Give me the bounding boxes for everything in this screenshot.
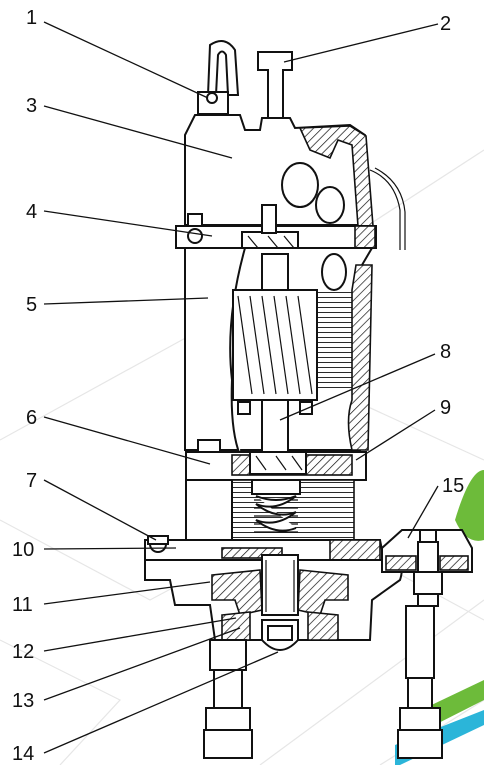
callout-leaders bbox=[43, 21, 439, 754]
callout-8: 8 bbox=[440, 341, 451, 363]
mechanical-seal bbox=[251, 479, 301, 533]
stator-winding bbox=[318, 290, 354, 390]
impeller-hub bbox=[261, 554, 299, 616]
callout-1: 1 bbox=[26, 7, 37, 29]
motor-shaft bbox=[261, 253, 289, 291]
callout-6: 6 bbox=[26, 407, 37, 429]
lifting-handle bbox=[257, 51, 293, 126]
callout-10: 10 bbox=[12, 539, 34, 561]
callout-13: 13 bbox=[12, 690, 34, 712]
callout-7: 7 bbox=[26, 470, 37, 492]
callout-2: 2 bbox=[440, 13, 451, 35]
callout-11: 11 bbox=[12, 594, 33, 616]
rotor bbox=[232, 289, 318, 401]
support-legs bbox=[203, 605, 443, 759]
callout-4: 4 bbox=[26, 201, 37, 223]
callout-12: 12 bbox=[12, 641, 34, 663]
callout-14: 14 bbox=[12, 743, 34, 765]
callout-9: 9 bbox=[440, 397, 451, 419]
pump-drawing bbox=[144, 40, 473, 759]
callout-15: 15 bbox=[442, 475, 464, 497]
green-accent-arc bbox=[455, 470, 484, 541]
callout-labels: 1 2 3 4 5 6 7 8 9 10 11 12 13 14 15 bbox=[12, 7, 464, 765]
callout-3: 3 bbox=[26, 95, 37, 117]
wear-ring bbox=[221, 611, 251, 641]
cable-inlet bbox=[206, 40, 240, 96]
callout-5: 5 bbox=[26, 294, 37, 316]
lower-bearing bbox=[249, 451, 307, 475]
